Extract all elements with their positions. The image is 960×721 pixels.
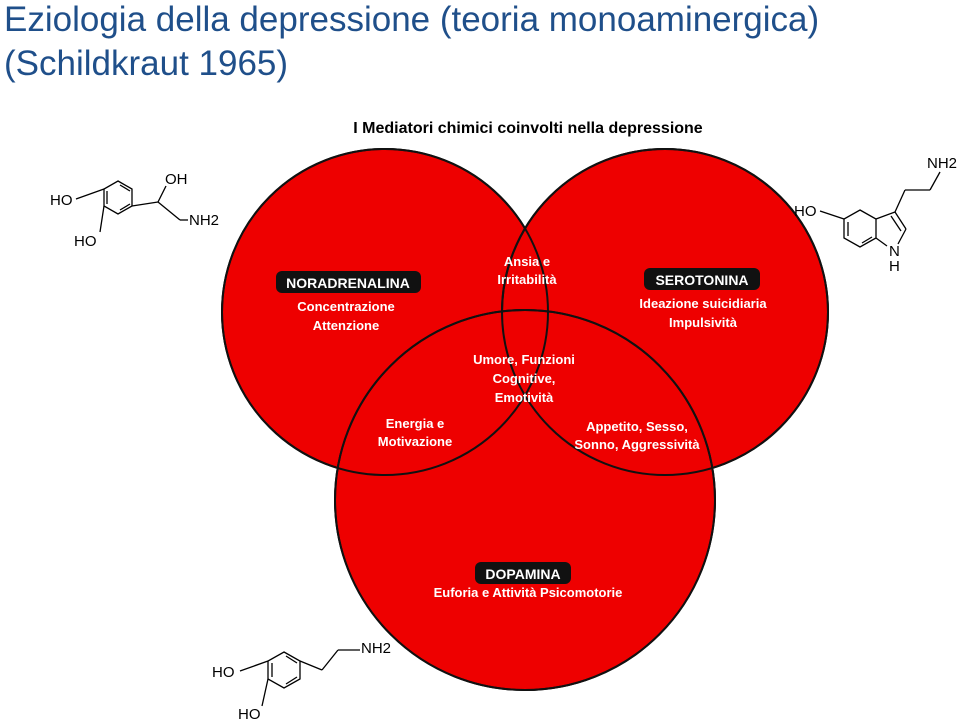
slide-subtitle: (Schildkraut 1965) bbox=[4, 44, 289, 83]
5ht-ho: HO bbox=[794, 203, 817, 220]
overlap-na-5ht-2: Irritabilità bbox=[497, 272, 557, 287]
5ht-nh2: NH2 bbox=[927, 155, 957, 172]
serotonina-name: SEROTONINA bbox=[655, 272, 748, 288]
serotonina-role-2: Impulsività bbox=[669, 315, 738, 330]
dopamina-name-box bbox=[475, 562, 571, 584]
na-ho-bottom: HO bbox=[74, 233, 97, 250]
circle-fills bbox=[221, 148, 829, 691]
noradrenalina-name-box bbox=[276, 271, 421, 293]
noradrenaline-structure: HO HO OH NH2 bbox=[50, 171, 219, 250]
noradrenalina-role-2: Attenzione bbox=[313, 318, 379, 333]
overlap-all-1: Umore, Funzioni bbox=[473, 352, 575, 367]
da-ho-top: HO bbox=[212, 664, 235, 681]
outline-dopamina bbox=[334, 309, 716, 691]
dopamina-name: DOPAMINA bbox=[485, 566, 560, 582]
dopamine-structure: HO HO NH2 bbox=[212, 640, 391, 721]
overlap-na-5ht-1: Ansia e bbox=[504, 254, 550, 269]
5ht-h: H bbox=[889, 258, 900, 275]
circle-outlines bbox=[221, 148, 829, 691]
dopamina-role-1: Euforia e Attività Psicomotorie bbox=[434, 585, 623, 600]
noradrenalina-role-1: Concentrazione bbox=[297, 299, 395, 314]
na-nh2: NH2 bbox=[189, 212, 219, 229]
overlap-5ht-da-1: Appetito, Sesso, bbox=[586, 419, 688, 434]
slide-title: Eziologia della depressione (teoria mono… bbox=[4, 0, 820, 39]
overlap-all-2: Cognitive, bbox=[493, 371, 556, 386]
5ht-n: N bbox=[889, 243, 900, 260]
na-ho-top: HO bbox=[50, 192, 73, 209]
da-nh2: NH2 bbox=[361, 640, 391, 657]
circle-dopamina bbox=[334, 309, 716, 691]
overlap-na-da-1: Energia e bbox=[386, 416, 445, 431]
overlap-5ht-da-2: Sonno, Aggressività bbox=[574, 437, 700, 452]
serotonina-role-1: Ideazione suicidiaria bbox=[639, 296, 767, 311]
venn-heading: I Mediatori chimici coinvolti nella depr… bbox=[353, 120, 703, 137]
na-oh: OH bbox=[165, 171, 188, 188]
overlap-na-da-2: Motivazione bbox=[378, 434, 452, 449]
serotonina-name-box bbox=[644, 268, 760, 290]
overlap-all-3: Emotività bbox=[495, 390, 554, 405]
noradrenalina-name: NORADRENALINA bbox=[286, 275, 410, 291]
da-ho-bottom: HO bbox=[238, 706, 261, 721]
serotonin-structure: HO NH2 N H bbox=[794, 155, 957, 275]
